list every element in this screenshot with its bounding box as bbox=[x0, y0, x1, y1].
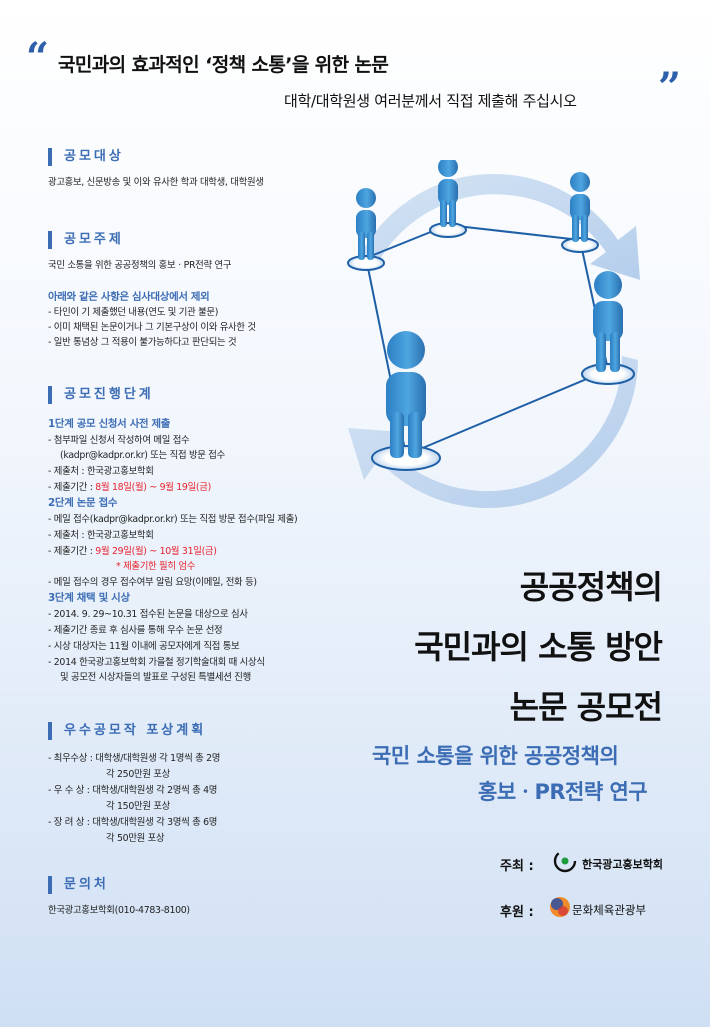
step1-line: - 제출처 : 한국광고홍보학회 bbox=[48, 466, 154, 477]
host-logo-icon bbox=[553, 849, 577, 873]
person-figure-icon bbox=[593, 271, 623, 372]
step2-line: - 메일 접수(kadpr@kadpr.or.kr) 또는 직접 방문 접수(파… bbox=[48, 514, 298, 525]
step3-item: - 2014. 9. 29~10.31 접수된 논문을 대상으로 심사 bbox=[48, 609, 248, 620]
node-rings bbox=[347, 222, 635, 471]
step3-item: 및 공모전 시상자들의 발표로 구성된 특별세션 진행 bbox=[60, 672, 251, 683]
main-subtitle-line2: 홍보ㆍPR전략 연구 bbox=[478, 780, 648, 804]
topic-text: 국민 소통을 위한 공공정책의 홍보ㆍPR전략 연구 bbox=[48, 260, 232, 271]
host-name: 한국광고홍보학회 bbox=[582, 858, 663, 871]
person-figure-icon bbox=[356, 188, 376, 260]
award-line: - 장 려 상 : 대학생/대학원생 각 3명씩 총 6명 bbox=[48, 817, 218, 828]
sponsor-logo-icon bbox=[550, 897, 570, 917]
award-line: - 최우수상 : 대학생/대학원생 각 1명씩 총 2명 bbox=[48, 753, 221, 764]
main-title-line1: 공공정책의 bbox=[519, 568, 663, 606]
award-line: 각 50만원 포상 bbox=[106, 833, 165, 844]
main-subtitle-line1: 국민 소통을 위한 공공정책의 bbox=[372, 744, 619, 768]
contact-text: 한국광고홍보학회(010-4783-8100) bbox=[48, 905, 190, 916]
exclude-title: 아래와 같은 사항은 심사대상에서 제외 bbox=[48, 291, 210, 303]
step2-deadline-row: - 제출기간 : 9월 29일(월) ~ 10월 31일(금) bbox=[48, 544, 217, 559]
step2-deadline: 9월 29일(월) ~ 10월 31일(금) bbox=[95, 546, 217, 557]
person-figure-icon bbox=[386, 331, 426, 458]
deadline-label: - 제출기간 : bbox=[48, 482, 96, 493]
step2-line: - 메일 접수의 경우 접수여부 알림 요망(이메일, 전화 등) bbox=[48, 577, 257, 588]
step2-title: 2단계 논문 접수 bbox=[48, 497, 118, 509]
step2-line: - 제출처 : 한국광고홍보학회 bbox=[48, 530, 154, 541]
step1-deadline-row: - 제출기간 : 8월 18일(월) ~ 9월 19일(금) bbox=[48, 480, 211, 495]
step3-item: - 2014 한국광고홍보학회 가을철 정기학술대회 때 시상식 bbox=[48, 657, 265, 668]
step3-item: - 제출기간 종료 후 심사를 통해 우수 논문 선정 bbox=[48, 625, 223, 636]
sponsor-name: 문화체육관광부 bbox=[572, 903, 647, 917]
award-line: - 우 수 상 : 대학생/대학원생 각 2명씩 총 4명 bbox=[48, 785, 218, 796]
header-subtitle: 대학/대학원생 여러분께서 직접 제출해 주십시오 bbox=[284, 92, 577, 110]
network-people-illustration bbox=[347, 160, 640, 509]
person-figure-icon bbox=[438, 160, 458, 227]
main-title-line2: 국민과의 소통 방안 bbox=[414, 628, 663, 666]
sponsor-label: 후원 : bbox=[500, 905, 534, 920]
open-quote-icon: “ bbox=[26, 34, 50, 81]
step1-line: - 첨부파일 신청서 작성하여 메일 접수 bbox=[48, 435, 190, 446]
exclude-item: - 일반 통념상 그 적용이 불가능하다고 판단되는 것 bbox=[48, 337, 237, 348]
target-text: 광고홍보, 신문방송 및 이와 유사한 학과 대학생, 대학원생 bbox=[48, 177, 264, 188]
step1-deadline: 8월 18일(월) ~ 9월 19일(금) bbox=[95, 482, 211, 493]
step1-line: (kadpr@kadpr.or.kr) 또는 직접 방문 접수 bbox=[60, 450, 225, 461]
cycle-arrow-icon bbox=[348, 356, 638, 509]
host-label: 주최 : bbox=[500, 859, 534, 874]
award-line: 각 150만원 포상 bbox=[106, 801, 170, 812]
section-heading-awards: 우수공모작 포상계획 bbox=[48, 722, 206, 740]
section-heading-contact: 문의처 bbox=[48, 876, 109, 894]
main-title-line3: 논문 공모전 bbox=[509, 688, 663, 726]
step1-title: 1단계 공모 신청서 사전 제출 bbox=[48, 418, 171, 430]
exclude-item: - 이미 채택된 논문이거나 그 기본구상이 이와 유사한 것 bbox=[48, 322, 256, 333]
step3-title: 3단계 채택 및 시상 bbox=[48, 592, 130, 604]
deadline-label: - 제출기간 : bbox=[48, 546, 96, 557]
cycle-arrow-icon bbox=[358, 173, 640, 280]
section-heading-target: 공모대상 bbox=[48, 148, 124, 166]
deadline-note: * 제출기한 필히 엄수 bbox=[116, 561, 196, 572]
section-heading-topic: 공모주제 bbox=[48, 231, 124, 249]
header-title: 국민과의 효과적인 ‘정책 소통’을 위한 논문 bbox=[58, 54, 389, 76]
exclude-item: - 타인이 기 제출했던 내용(연도 및 기관 불문) bbox=[48, 307, 219, 318]
award-line: 각 250만원 포상 bbox=[106, 769, 170, 780]
section-heading-process: 공모진행단계 bbox=[48, 386, 154, 404]
close-quote-icon: ” bbox=[658, 64, 682, 111]
step3-item: - 시상 대상자는 11월 이내에 공모자에게 직접 통보 bbox=[48, 641, 240, 652]
person-figure-icon bbox=[570, 172, 590, 242]
